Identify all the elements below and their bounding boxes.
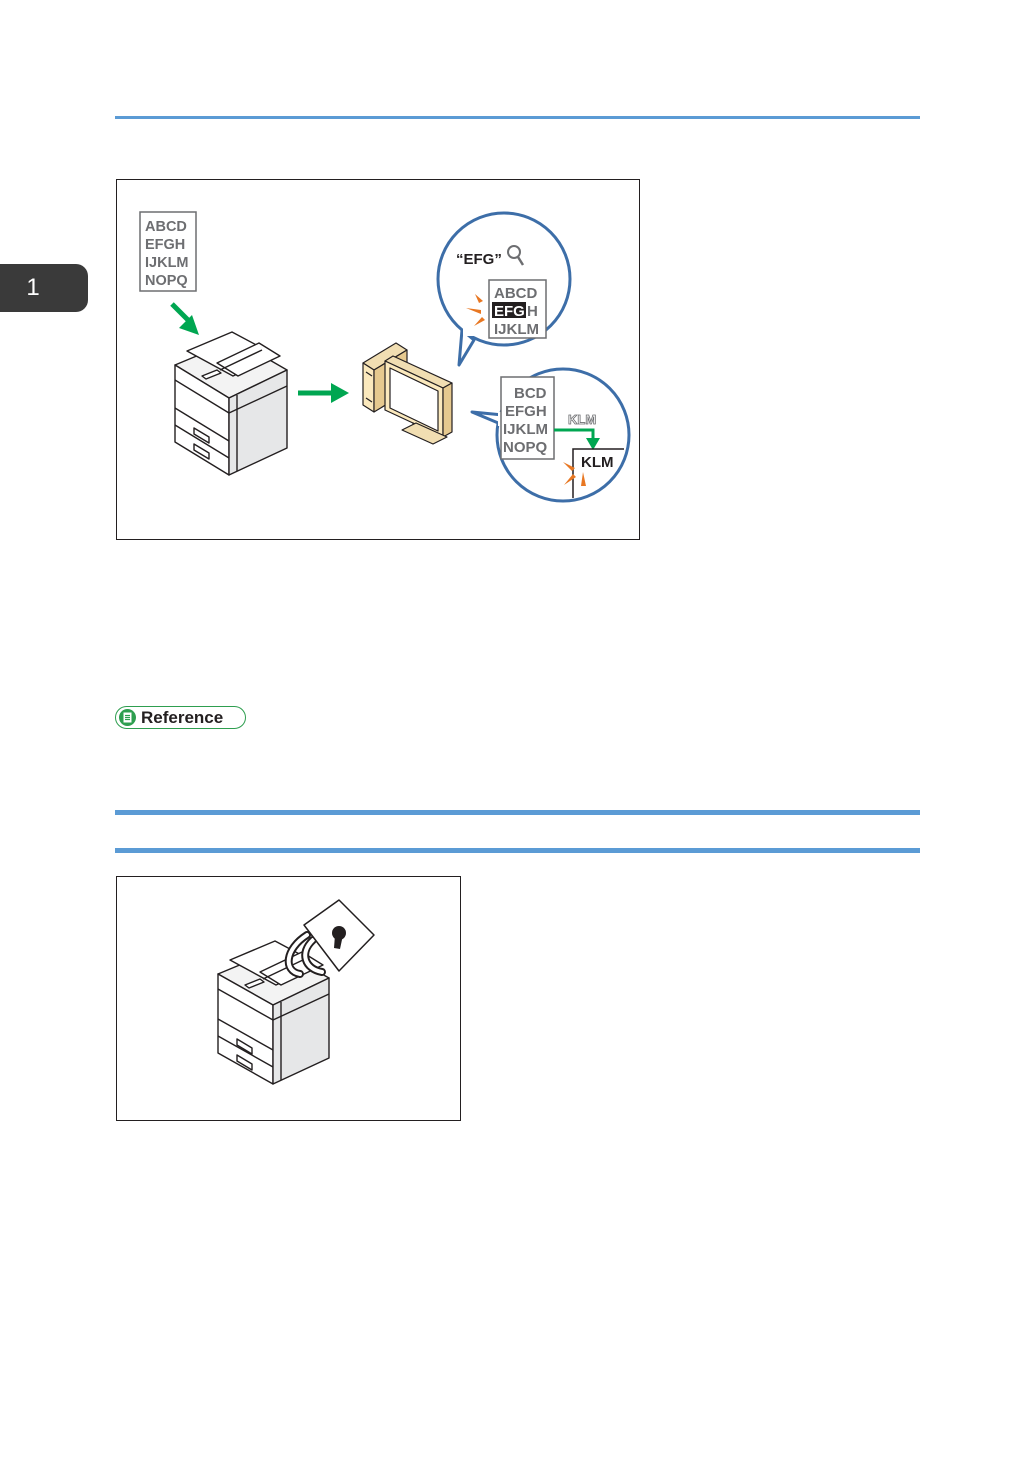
reference-icon [119, 709, 136, 726]
printer-icon [218, 941, 329, 1084]
header-rule [115, 116, 920, 119]
search-doc-line-1: ABCD [494, 285, 537, 302]
edit-doc-line-3: IJKLM [503, 421, 548, 438]
arrow-right-icon [298, 383, 349, 403]
computer-icon [363, 343, 452, 444]
section-heading-rule-bottom [115, 848, 920, 853]
document-line-4: NOPQ [145, 273, 188, 289]
scan-to-computer-illustration: ABCD EFGH IJKLM NOPQ [117, 180, 641, 541]
arrow-down-right-icon [172, 304, 199, 335]
edit-doc-line-2: EFGH [505, 403, 547, 420]
copied-text: KLM [568, 412, 596, 427]
search-bubble: “EFG” ABCD EFG H IJKLM [438, 213, 570, 365]
section-heading-rule-top [115, 810, 920, 815]
pasted-text: KLM [581, 454, 614, 471]
document-line-2: EFGH [145, 237, 185, 253]
document-line-3: IJKLM [145, 255, 189, 271]
search-doc-line-2-rest: H [527, 303, 538, 320]
edit-doc-line-1: BCD [514, 385, 547, 402]
edit-bubble: BCD EFGH IJKLM NOPQ KLM KLM [472, 369, 629, 501]
search-query: “EFG” [456, 251, 502, 268]
chapter-tab: 1 [0, 264, 88, 312]
chapter-number: 1 [26, 274, 39, 302]
edit-doc-line-4: NOPQ [503, 439, 548, 456]
reference-label: Reference [141, 708, 223, 728]
printer-icon [175, 332, 287, 475]
security-illustration [117, 877, 462, 1122]
document-icon: ABCD EFGH IJKLM NOPQ [140, 212, 196, 291]
reference-badge: Reference [115, 706, 246, 729]
security-figure [116, 876, 461, 1121]
search-highlight-text: EFG [494, 303, 525, 320]
search-doc-line-3: IJKLM [494, 321, 539, 338]
document-line-1: ABCD [145, 219, 187, 235]
scan-to-computer-figure: ABCD EFGH IJKLM NOPQ [116, 179, 640, 540]
